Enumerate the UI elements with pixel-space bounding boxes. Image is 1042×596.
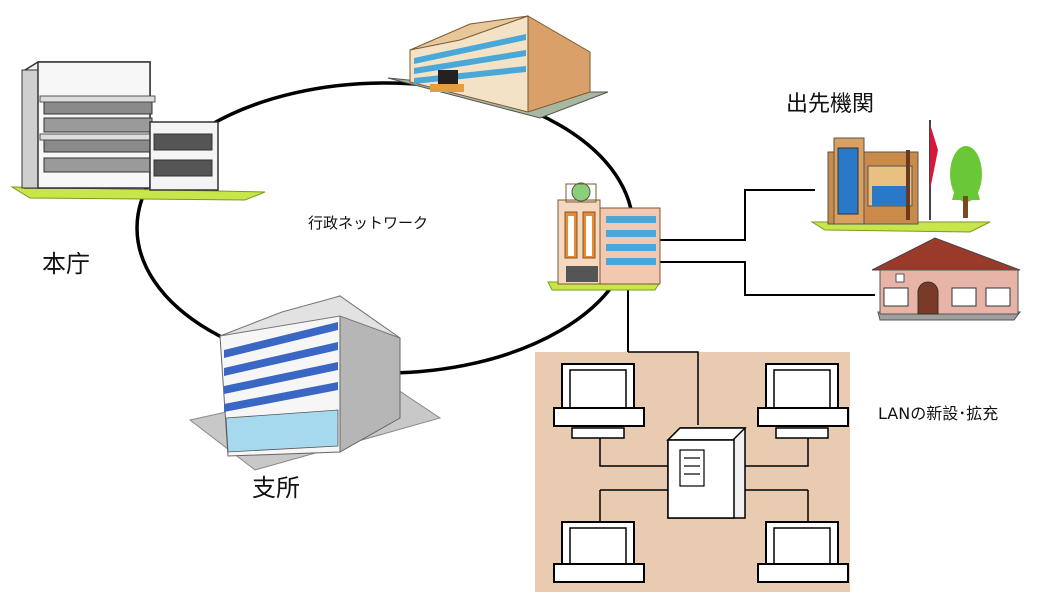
branch-office-label: 支所 — [252, 474, 300, 502]
branch-office-building — [188, 295, 442, 471]
lan-pc-top-right — [757, 363, 849, 439]
link-lan-server-uplink — [628, 351, 699, 425]
link-field-office-1 — [660, 189, 815, 241]
field-office-building-1 — [810, 120, 991, 233]
lan-pc-bottom-right — [757, 521, 849, 583]
top-office-building — [387, 15, 609, 119]
field-offices-label: 出先機関 — [786, 92, 875, 117]
lan-pc-bottom-left — [553, 521, 645, 583]
lan-server — [666, 427, 747, 519]
main-office-label: 本庁 — [42, 250, 90, 278]
network-label: 行政ネットワーク — [308, 214, 429, 232]
field-office-building-2 — [871, 237, 1021, 321]
lan-label: LANの新設･拡充 — [878, 404, 999, 423]
link-field-office-2 — [660, 261, 875, 296]
city-hall-building — [547, 182, 661, 291]
lan-pc-top-left — [553, 363, 645, 439]
main-office-building — [10, 61, 266, 201]
